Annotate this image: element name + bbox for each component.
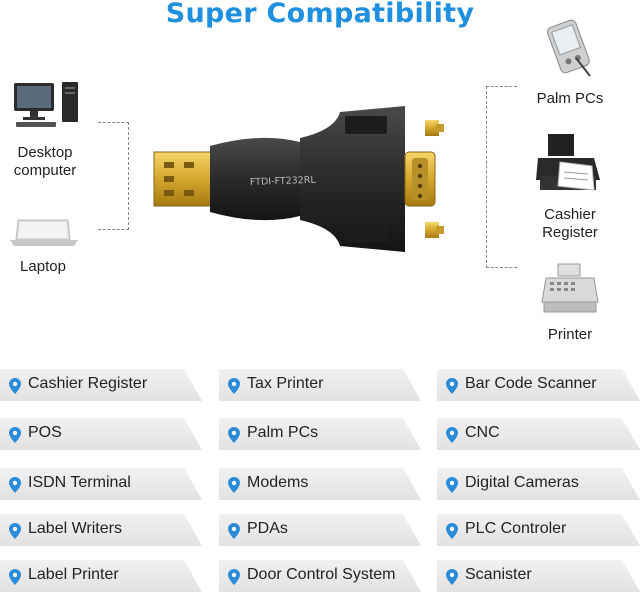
right-bracket: [486, 86, 517, 268]
location-pin-icon: [9, 477, 21, 493]
location-pin-icon: [228, 569, 240, 585]
compat-item: Door Control System: [219, 560, 421, 592]
compat-item: Cashier Register: [0, 369, 202, 401]
compat-item: Digital Cameras: [437, 468, 640, 500]
compat-item: ISDN Terminal: [0, 468, 202, 500]
adapter-label: FTDI-FT232RL: [250, 175, 317, 188]
page-title: Super Compatibility: [165, 0, 475, 29]
compat-item-label: Modems: [247, 474, 309, 491]
device-label: Cashier Register: [542, 206, 598, 241]
location-pin-icon: [446, 427, 458, 443]
device-label: Palm PCs: [536, 90, 604, 107]
device-palm-pcs: Palm PCs: [522, 90, 618, 108]
device-label: Printer: [547, 326, 593, 343]
location-pin-icon: [228, 523, 240, 539]
compat-item: Tax Printer: [219, 369, 421, 401]
compat-item: Label Writers: [0, 514, 202, 546]
device-laptop: Laptop: [0, 258, 86, 276]
location-pin-icon: [9, 569, 21, 585]
compat-item-label: Cashier Register: [28, 375, 148, 392]
compat-item: Modems: [219, 468, 421, 500]
compat-item-label: Label Writers: [28, 520, 122, 537]
location-pin-icon: [446, 477, 458, 493]
compat-item: Label Printer: [0, 560, 202, 592]
laptop-icon: [10, 219, 78, 246]
compat-item-label: CNC: [465, 424, 500, 441]
compat-item-label: PLC Controler: [465, 520, 567, 537]
compat-item: PDAs: [219, 514, 421, 546]
compat-item: Palm PCs: [219, 418, 421, 450]
printer-icon: [541, 263, 599, 313]
compat-item-label: ISDN Terminal: [28, 474, 131, 491]
palm-pc-icon: [546, 19, 591, 77]
compat-item-label: POS: [28, 424, 62, 441]
location-pin-icon: [228, 427, 240, 443]
compat-item-label: Scanister: [465, 566, 532, 583]
location-pin-icon: [228, 477, 240, 493]
compat-item: CNC: [437, 418, 640, 450]
location-pin-icon: [228, 378, 240, 394]
compat-item-label: Door Control System: [247, 566, 396, 583]
location-pin-icon: [446, 378, 458, 394]
usb-to-db9-adapter-image: FTDI-FT232RL: [153, 106, 444, 252]
compat-item-label: Digital Cameras: [465, 474, 579, 491]
compat-item: POS: [0, 418, 202, 450]
location-pin-icon: [446, 569, 458, 585]
device-label: Desktop computer: [13, 144, 77, 179]
left-bracket: [98, 122, 129, 230]
device-desktop-computer: Desktop computer: [0, 144, 90, 180]
location-pin-icon: [446, 523, 458, 539]
compat-item: Bar Code Scanner: [437, 369, 640, 401]
compat-item-label: Bar Code Scanner: [465, 375, 597, 392]
cashier-register-icon: [536, 134, 600, 191]
compat-item: Scanister: [437, 560, 640, 592]
device-label: Laptop: [20, 258, 66, 275]
location-pin-icon: [9, 523, 21, 539]
location-pin-icon: [9, 427, 21, 443]
desktop-computer-icon: [14, 82, 78, 127]
location-pin-icon: [9, 378, 21, 394]
device-cashier-register: Cashier Register: [522, 206, 618, 242]
compat-item-label: Tax Printer: [247, 375, 324, 392]
compat-item: PLC Controler: [437, 514, 640, 546]
compat-item-label: Palm PCs: [247, 424, 319, 441]
compat-item-label: Label Printer: [28, 566, 119, 583]
device-printer: Printer: [522, 326, 618, 344]
compat-item-label: PDAs: [247, 520, 288, 537]
